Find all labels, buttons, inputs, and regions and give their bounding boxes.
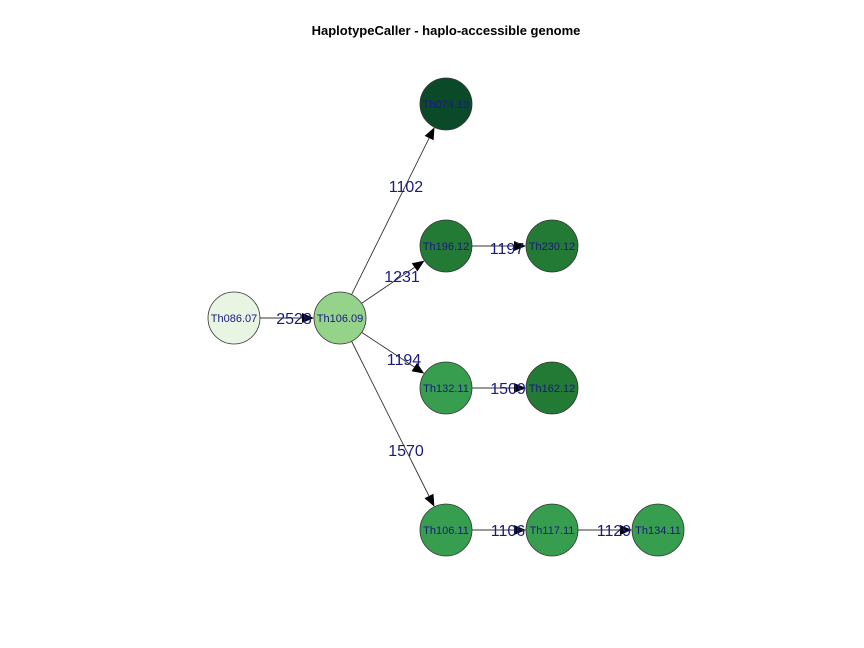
node-circle xyxy=(313,291,367,345)
node-label: Th117.11 xyxy=(530,525,575,537)
edge-Th086.07-Th106.09 xyxy=(260,313,314,323)
node-circle xyxy=(419,77,473,131)
edge-line xyxy=(361,331,415,368)
node-label: Th134.11 xyxy=(635,525,681,537)
edge-Th106.09-Th196.12 xyxy=(361,260,425,304)
node-circle xyxy=(631,503,685,557)
node-Th162.12: Th162.12 xyxy=(525,361,579,415)
node-label: Th074.13 xyxy=(423,99,469,111)
edge-Th106.09-Th106.11 xyxy=(351,341,435,507)
edges-layer xyxy=(260,127,632,535)
edge-weight-label: 1570 xyxy=(388,443,424,460)
node-Th086.07: Th086.07 xyxy=(207,291,261,345)
edge-line xyxy=(361,266,415,304)
node-Th117.11: Th117.11 xyxy=(525,503,579,557)
node-circle xyxy=(207,291,261,345)
node-label: Th230.12 xyxy=(529,241,575,253)
edge-weight-label: 1106 xyxy=(491,523,526,540)
arrow-head-icon xyxy=(514,525,526,535)
node-circle xyxy=(419,219,473,273)
arrow-head-icon xyxy=(620,525,632,535)
node-circle xyxy=(525,219,579,273)
node-circle xyxy=(525,361,579,415)
node-circle xyxy=(525,503,579,557)
arrow-head-icon xyxy=(424,127,435,141)
node-label: Th106.09 xyxy=(317,313,363,325)
edge-weight-label: 1509 xyxy=(490,381,526,398)
edge-Th106.09-Th132.11 xyxy=(361,331,425,374)
node-Th134.11: Th134.11 xyxy=(631,503,685,557)
edge-labels-layer: 2528 1102 1231 1197 1194 1509 1570 1106 1129 xyxy=(276,179,631,540)
node-label: Th196.12 xyxy=(423,241,469,253)
graph-title: HaplotypeCaller - haplo-accessible genom… xyxy=(312,23,581,38)
arrow-head-icon xyxy=(302,313,314,323)
node-circle xyxy=(419,503,473,557)
node-Th106.11: Th106.11 xyxy=(419,503,473,557)
node-label: Th162.12 xyxy=(529,383,575,395)
arrow-head-icon xyxy=(411,362,425,374)
arrow-head-icon xyxy=(514,383,526,393)
edge-Th106.09-Th074.13 xyxy=(351,127,435,295)
edge-Th106.11-Th117.11 xyxy=(472,525,526,535)
edge-Th196.12-Th230.12 xyxy=(472,241,526,251)
edge-weight-label: 1102 xyxy=(389,179,424,196)
node-label: Th106.11 xyxy=(423,525,469,537)
node-Th132.11: Th132.11 xyxy=(419,361,473,415)
edge-weight-label: 1194 xyxy=(387,352,422,369)
node-Th106.09: Th106.09 xyxy=(313,291,367,345)
edge-weight-label: 1197 xyxy=(490,241,525,258)
edge-Th117.11-Th134.11 xyxy=(578,525,632,535)
edge-Th132.11-Th162.12 xyxy=(472,383,526,393)
arrow-head-icon xyxy=(411,260,425,272)
node-label: Th086.07 xyxy=(211,313,257,325)
edge-weight-label: 1129 xyxy=(597,523,632,540)
node-Th230.12: Th230.12 xyxy=(525,219,579,273)
node-Th196.12: Th196.12 xyxy=(419,219,473,273)
edge-line xyxy=(351,137,430,295)
edge-weight-label: 2528 xyxy=(276,311,312,328)
edge-weight-label: 1231 xyxy=(384,269,420,286)
node-label: Th132.11 xyxy=(423,383,469,395)
arrow-head-icon xyxy=(514,241,526,251)
node-Th074.13: Th074.13 xyxy=(419,77,473,131)
arrow-head-icon xyxy=(424,493,435,507)
node-circle xyxy=(419,361,473,415)
edge-line xyxy=(351,341,430,497)
